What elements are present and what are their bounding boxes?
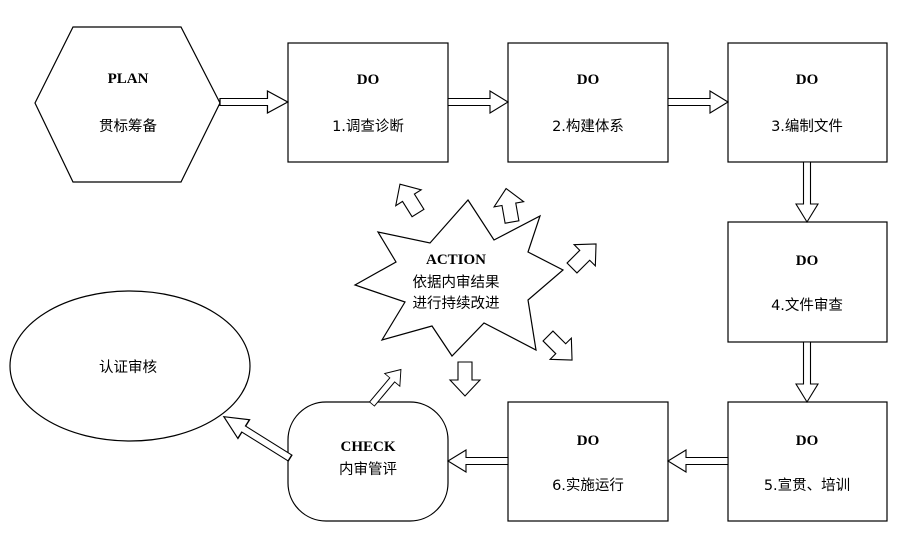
check-label: 内审管评 <box>339 461 397 478</box>
step-1-node: DO 1.调查诊断 <box>287 42 449 163</box>
action-line-1: 依据内审结果 <box>413 274 500 291</box>
plan-hexagon <box>34 26 221 183</box>
action-node: ACTION 依据内审结果 进行持续改进 <box>353 199 565 357</box>
improve-arrow-check <box>448 361 482 397</box>
improve-arrow-step1 <box>394 183 425 218</box>
step-6-box <box>507 401 669 522</box>
arrow-step3-to-step4 <box>795 161 819 223</box>
step-6-heading: DO <box>577 433 600 449</box>
certification-ellipse <box>9 290 251 442</box>
step-6-label: 6.实施运行 <box>552 477 624 494</box>
step-4-node: DO 4.文件审查 <box>727 221 888 343</box>
action-starburst <box>353 199 565 357</box>
step-1-label: 1.调查诊断 <box>332 118 404 135</box>
plan-heading: PLAN <box>108 71 149 87</box>
step-4-label: 4.文件审查 <box>771 297 843 314</box>
step-5-box <box>727 401 888 522</box>
arrow-step6-to-check <box>447 449 509 473</box>
arrow-step2-to-step3 <box>667 90 729 114</box>
improvement-arrows <box>394 183 597 397</box>
arrow-step5-to-step6 <box>667 449 729 473</box>
improve-arrow-step6 <box>542 330 573 361</box>
step-3-box <box>727 42 888 163</box>
plan-node: PLAN 贯标筹备 <box>34 26 221 183</box>
step-2-box <box>507 42 669 163</box>
step-3-label: 3.编制文件 <box>771 118 843 135</box>
improve-arrow-step3 <box>566 243 597 274</box>
arrow-plan-to-step1 <box>219 90 289 114</box>
check-heading: CHECK <box>340 439 395 455</box>
plan-label: 贯标筹备 <box>99 118 157 135</box>
step-5-heading: DO <box>796 433 819 449</box>
certification-label: 认证审核 <box>99 359 157 376</box>
step-2-node: DO 2.构建体系 <box>507 42 669 163</box>
action-heading: ACTION <box>426 252 486 268</box>
step-4-box <box>727 221 888 343</box>
step-3-node: DO 3.编制文件 <box>727 42 888 163</box>
check-node: CHECK 内审管评 <box>287 401 449 522</box>
step-1-box <box>287 42 449 163</box>
certification-node: 认证审核 <box>9 290 251 442</box>
step-2-heading: DO <box>577 72 600 88</box>
improve-arrow-step2 <box>492 187 525 224</box>
step-6-node: DO 6.实施运行 <box>507 401 669 522</box>
arrow-step4-to-step5 <box>795 341 819 403</box>
step-5-node: DO 5.宣贯、培训 <box>727 401 888 522</box>
arrow-check-to-certification <box>217 406 297 469</box>
step-1-heading: DO <box>357 72 380 88</box>
step-4-heading: DO <box>796 253 819 269</box>
action-line-2: 进行持续改进 <box>413 295 500 312</box>
arrow-step1-to-step2 <box>447 90 509 114</box>
step-3-heading: DO <box>796 72 819 88</box>
step-5-label: 5.宣贯、培训 <box>764 477 850 494</box>
step-2-label: 2.构建体系 <box>552 118 624 135</box>
